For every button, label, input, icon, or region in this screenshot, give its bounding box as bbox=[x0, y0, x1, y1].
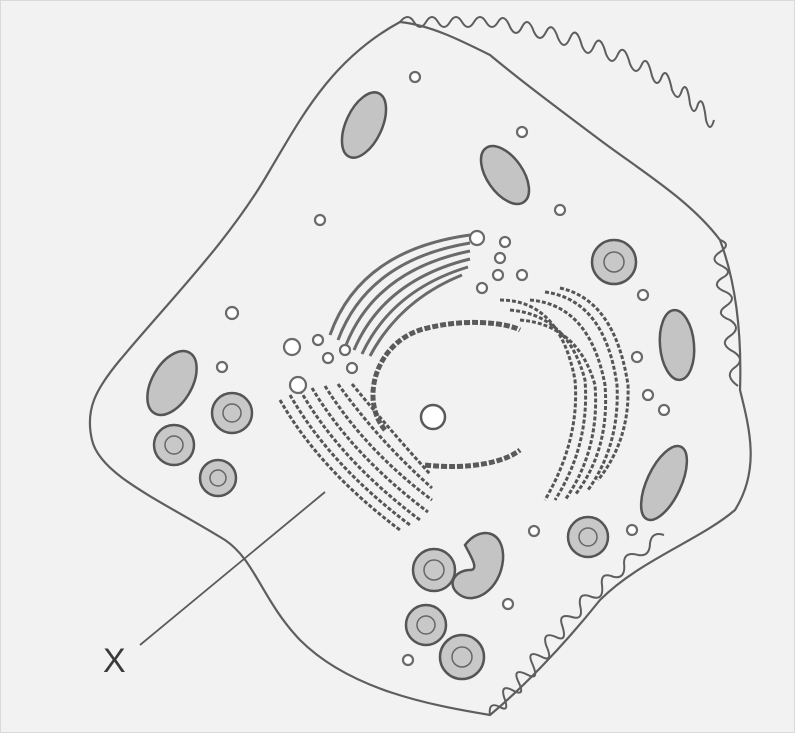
membrane-ruffles-bottom bbox=[490, 534, 664, 715]
rough-er-right bbox=[500, 288, 628, 500]
golgi-apparatus bbox=[330, 235, 470, 356]
label-x: X bbox=[103, 644, 126, 678]
nucleus bbox=[373, 322, 520, 466]
membrane-ruffles-top bbox=[400, 17, 714, 127]
mitochondria bbox=[137, 86, 697, 598]
nucleolus bbox=[421, 405, 445, 429]
label-pointer-line bbox=[140, 492, 325, 645]
rough-er-left bbox=[280, 384, 432, 530]
